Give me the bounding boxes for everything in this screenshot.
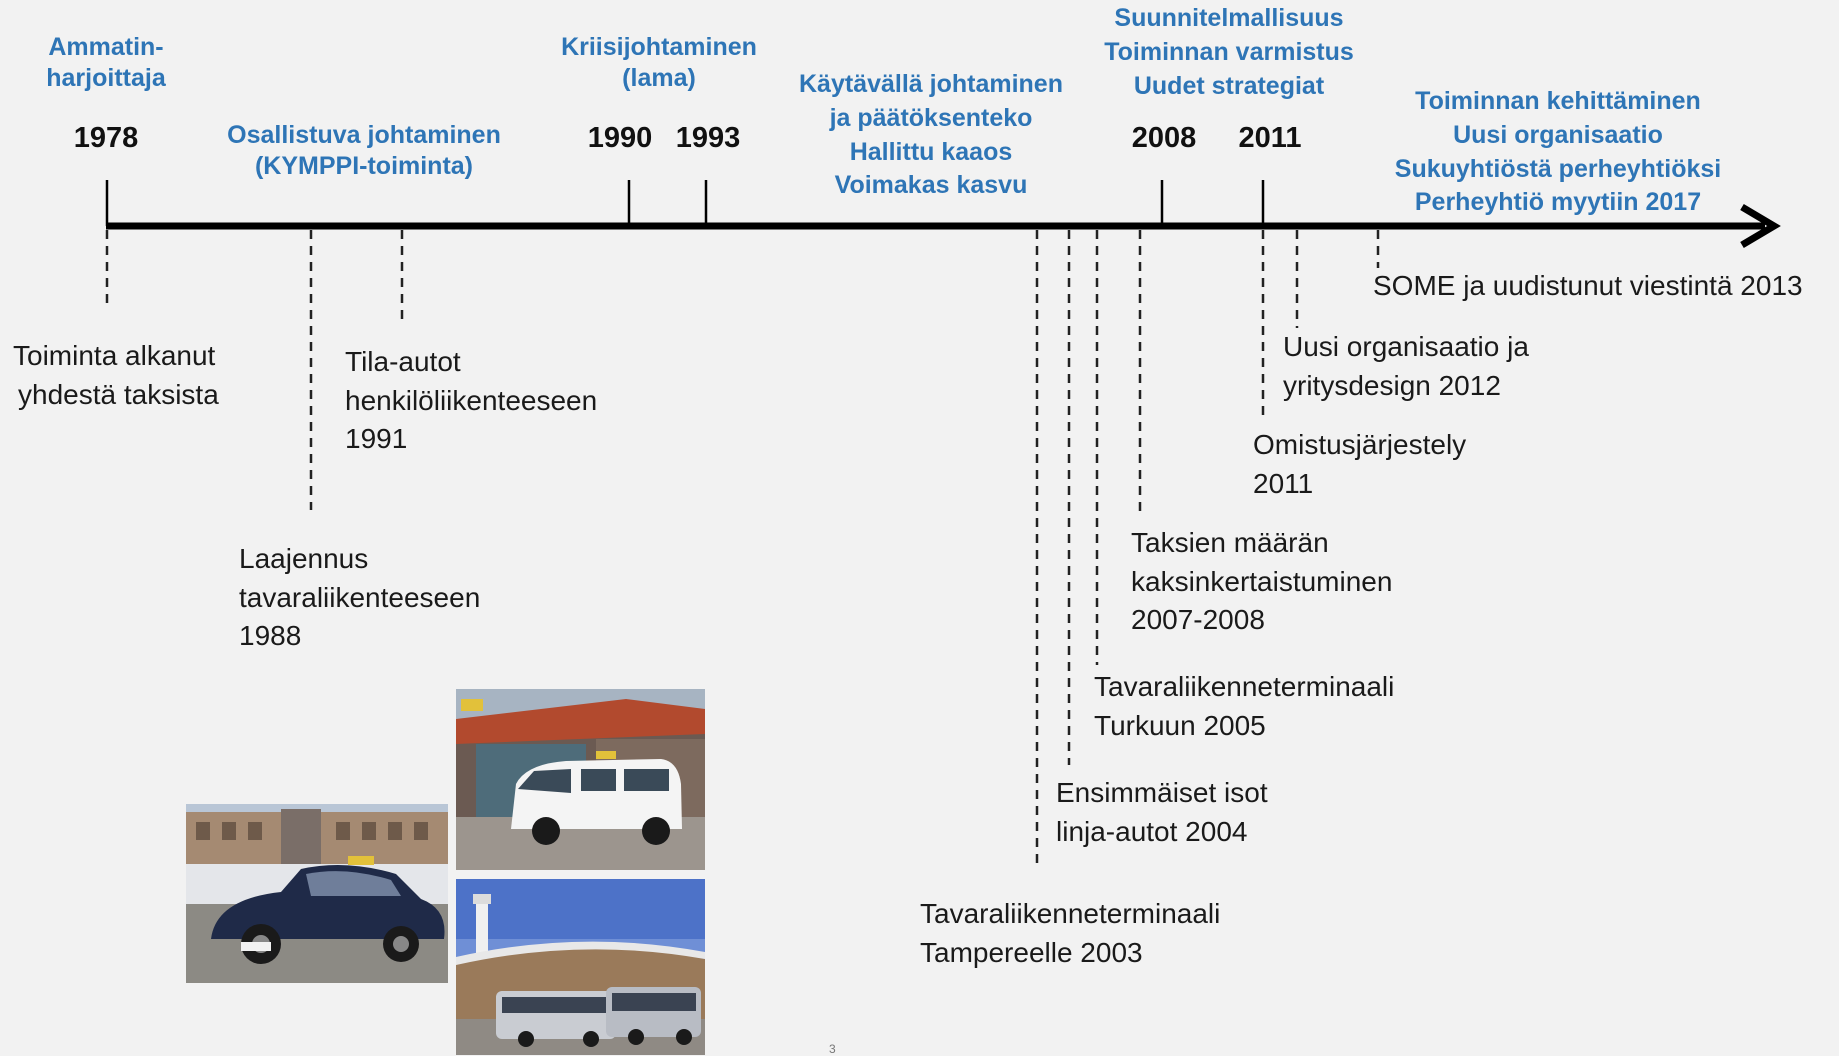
- event-line-text: 2007-2008: [1131, 604, 1265, 636]
- period-line: Toiminnan varmistus: [1104, 37, 1354, 66]
- year-label-1990: 1990: [587, 122, 653, 154]
- event-toiminta: Toiminta alkanut yhdestä taksista: [13, 337, 219, 414]
- event-line-text: Tila-autot: [345, 346, 461, 377]
- event-line-text: henkilöliikenteeseen: [345, 384, 598, 416]
- period-ammatinharjoittaja: Ammatin- harjoittaja: [46, 32, 165, 95]
- period-line: Kriisijohtaminen: [561, 33, 757, 61]
- event-line-text: Tavaraliikenneterminaali: [920, 898, 1221, 929]
- event-line-text: kaksinkertaistuminen: [1131, 565, 1393, 597]
- event-line-text: Omistusjärjestely: [1253, 429, 1467, 460]
- event-line-text: Tampereelle 2003: [920, 936, 1143, 968]
- event-line-text: linja-autot 2004: [1056, 815, 1248, 847]
- event-line-text: 1991: [345, 423, 408, 455]
- period-line: Sukuyhtiöstä perheyhtiöksi: [1394, 154, 1722, 183]
- event-laajennus: Laajennus tavaraliikenteeseen 1988: [239, 540, 480, 656]
- period-line: Käytävällä johtaminen: [799, 70, 1063, 98]
- event-omistus: Omistusjärjestely 2011: [1253, 426, 1466, 503]
- period-line: Uudet strategiat: [1133, 71, 1325, 100]
- period-kriisi: Kriisijohtaminen (lama): [561, 32, 757, 95]
- event-line-text: SOME ja uudistunut viestintä 2013: [1373, 270, 1803, 301]
- period-line: harjoittaja: [46, 64, 166, 93]
- year-label-1993: 1993: [675, 122, 741, 154]
- period-line: Suunnitelmallisuus: [1114, 4, 1344, 32]
- photo-buses-stadium: [456, 879, 705, 1055]
- event-organisaatio: Uusi organisaatio ja yritysdesign 2012: [1283, 328, 1529, 405]
- event-some: SOME ja uudistunut viestintä 2013: [1373, 267, 1803, 306]
- period-osallistuva: Osallistuva johtaminen (KYMPPI-toiminta): [227, 120, 501, 183]
- period-line: Osallistuva johtaminen: [227, 121, 501, 149]
- event-tampere: Tavaraliikenneterminaali Tampereelle 200…: [920, 895, 1220, 972]
- event-line-text: Laajennus: [239, 543, 369, 574]
- period-line: Hallittu kaaos: [849, 137, 1013, 166]
- period-line: Perheyhtiö myytiin 2017: [1414, 188, 1702, 217]
- event-turku: Tavaraliikenneterminaali Turkuun 2005: [1094, 668, 1394, 745]
- event-line-text: yhdestä taksista: [18, 378, 219, 410]
- event-tila: Tila-autot henkilöliikenteeseen 1991: [345, 343, 597, 459]
- photo-taxi-van: [456, 689, 705, 870]
- period-line: (KYMPPI-toiminta): [254, 152, 474, 181]
- period-line: Toiminnan kehittäminen: [1415, 87, 1701, 115]
- event-line-text: 2011: [1253, 467, 1314, 499]
- period-suunnitelma: Suunnitelmallisuus Toiminnan varmistus U…: [1104, 2, 1354, 103]
- event-line-text: Tavaraliikenneterminaali: [1094, 671, 1395, 702]
- event-line-text: Taksien määrän: [1131, 527, 1329, 558]
- period-kehittaminen: Toiminnan kehittäminen Uusi organisaatio…: [1395, 85, 1721, 220]
- event-line-text: yritysdesign 2012: [1283, 369, 1501, 401]
- photo-taxi-sedan: [186, 804, 448, 983]
- timeline-arrowhead: [1740, 203, 1781, 249]
- year-label-2008: 2008: [1131, 122, 1197, 154]
- period-line: ja päätöksenteko: [829, 103, 1033, 132]
- period-line: Voimakas kasvu: [834, 171, 1028, 200]
- event-line-text: 1988: [239, 620, 302, 652]
- period-line: (lama): [622, 64, 696, 93]
- event-linja: Ensimmäiset isot linja-autot 2004: [1056, 774, 1268, 851]
- event-taksit: Taksien määrän kaksinkertaistuminen 2007…: [1131, 524, 1392, 640]
- event-line-text: Uusi organisaatio ja: [1283, 331, 1529, 362]
- period-kaytava: Käytävällä johtaminen ja päätöksenteko H…: [799, 68, 1063, 203]
- page-number: 3: [829, 1042, 836, 1056]
- event-line-text: Toiminta alkanut: [13, 340, 216, 371]
- year-label-1978: 1978: [73, 122, 139, 154]
- event-line-text: Ensimmäiset isot: [1056, 777, 1268, 808]
- period-line: Ammatin-: [48, 33, 164, 61]
- year-label-2011: 2011: [1238, 122, 1302, 154]
- event-line-text: tavaraliikenteeseen: [239, 581, 481, 613]
- period-line: Uusi organisaatio: [1453, 120, 1663, 149]
- event-line-text: Turkuun 2005: [1094, 709, 1266, 741]
